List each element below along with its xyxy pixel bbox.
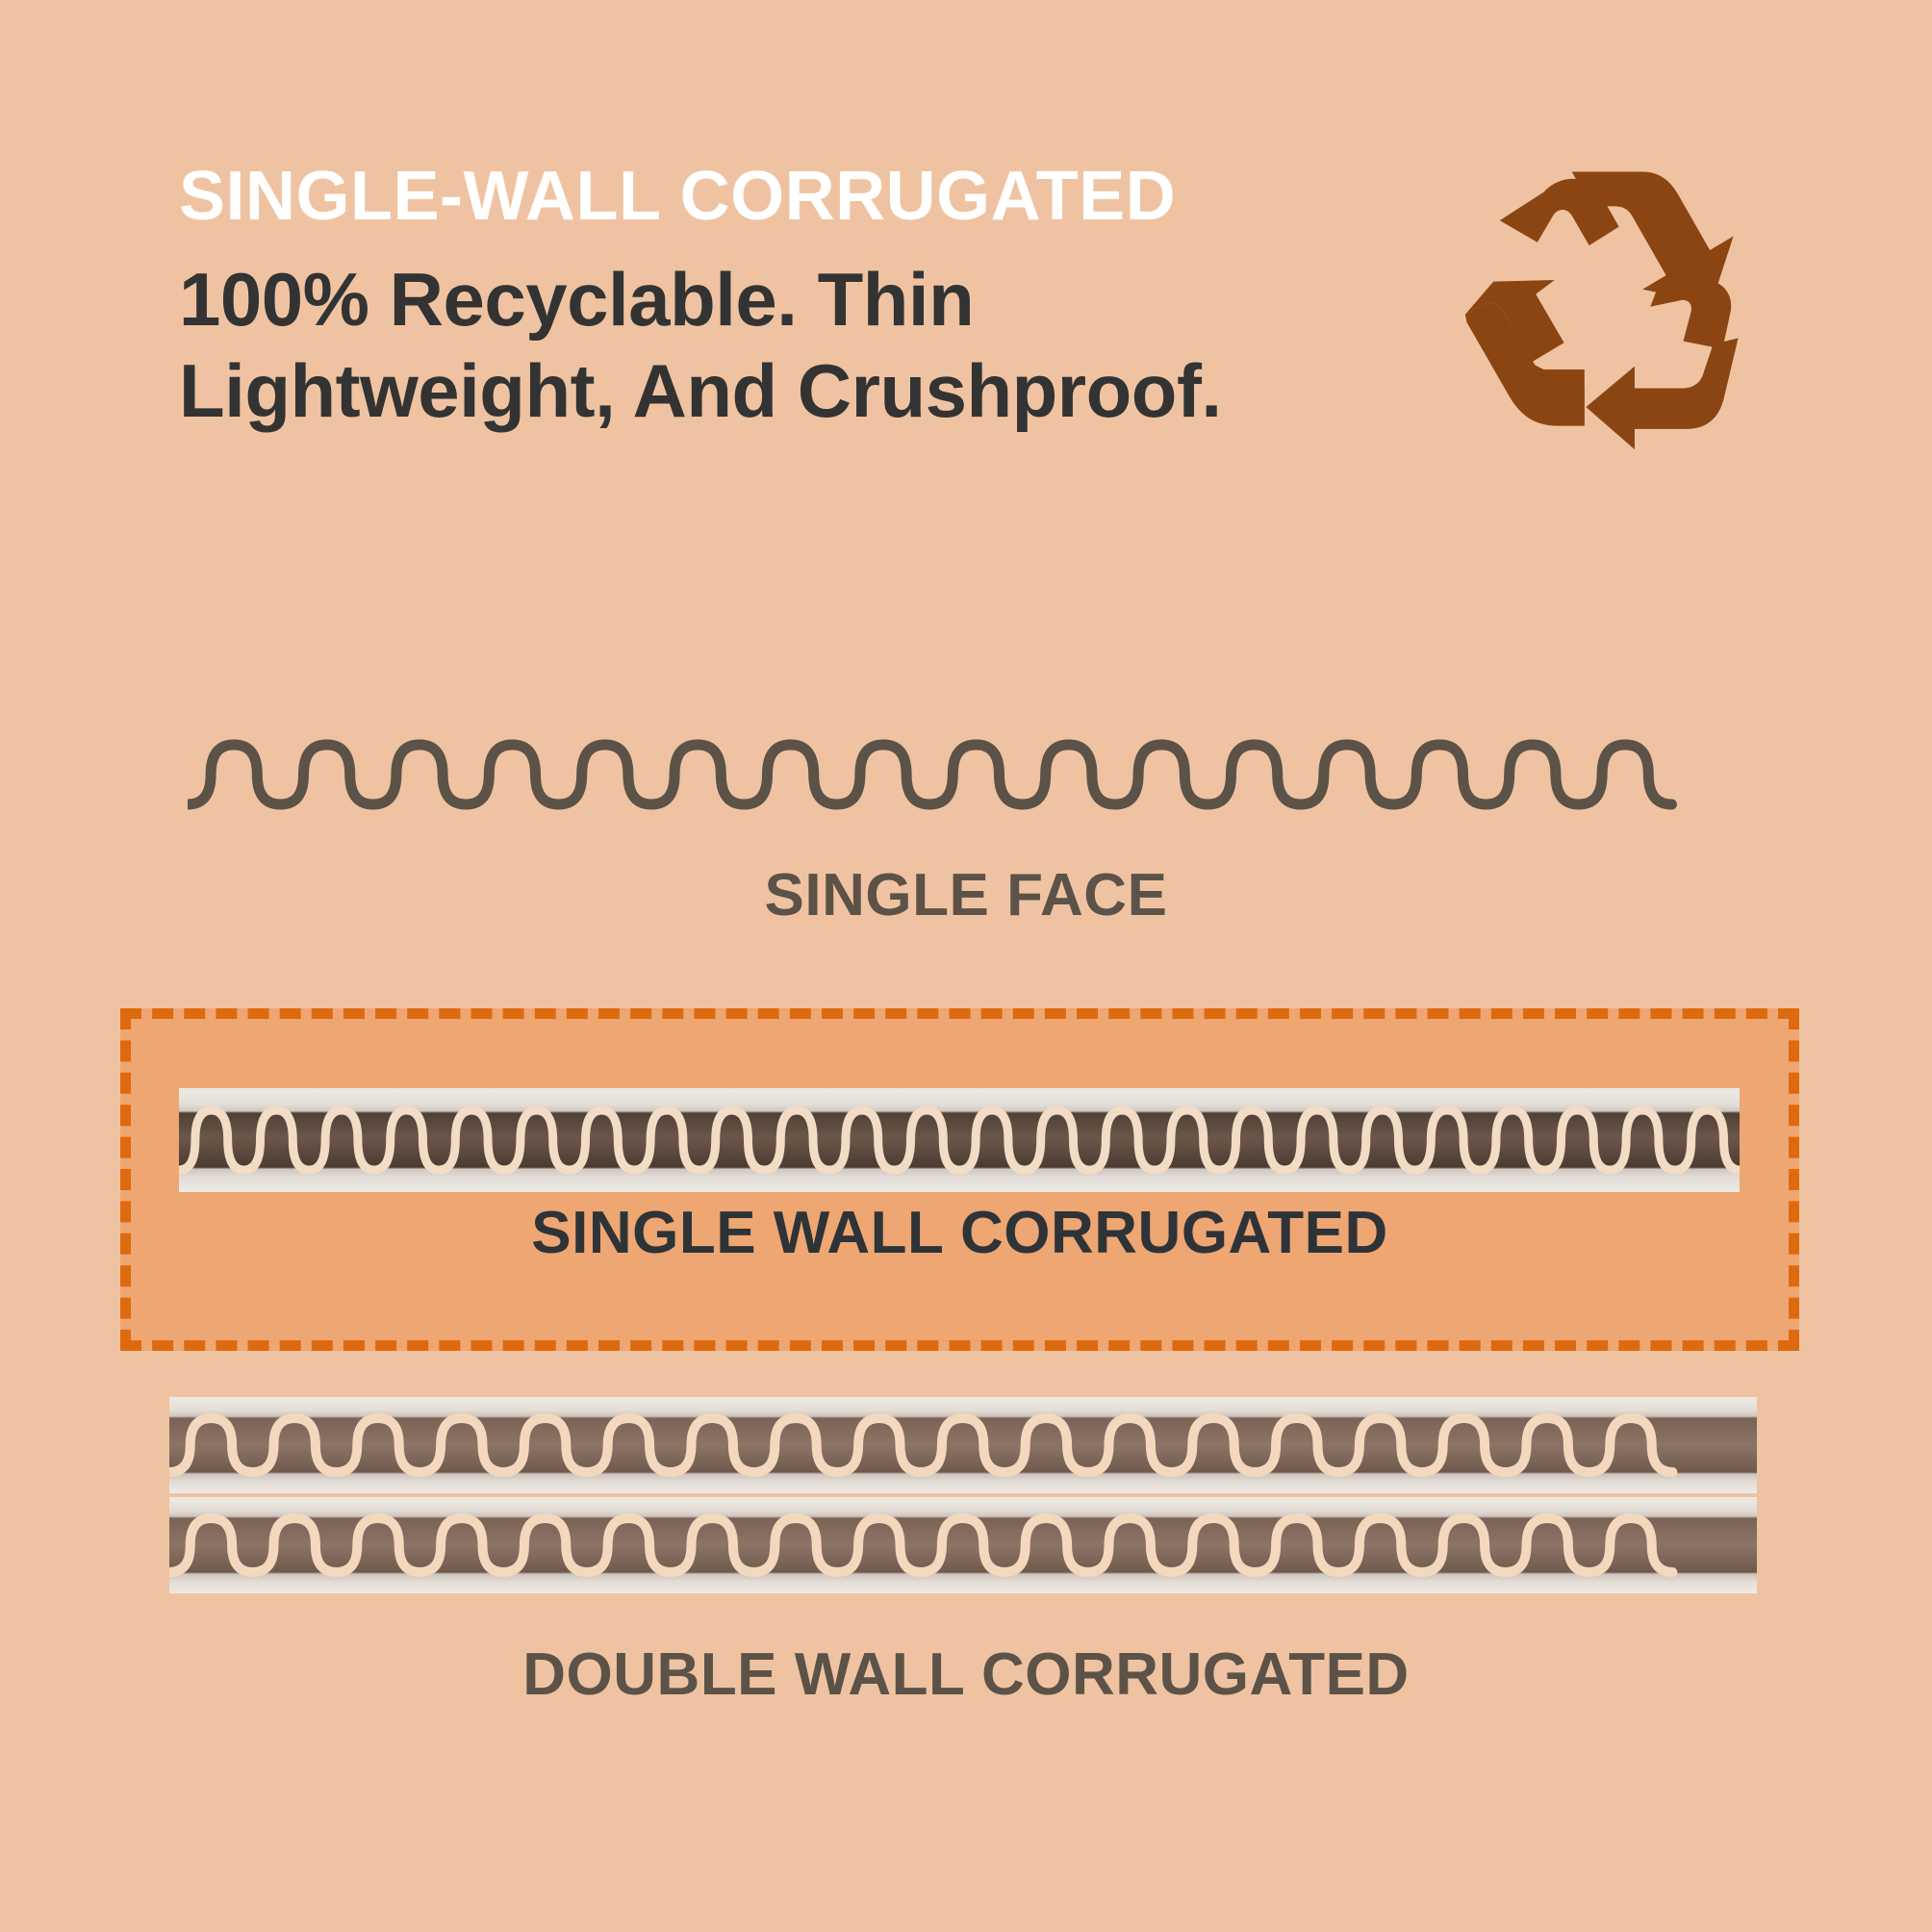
single-face-wave <box>188 722 1766 827</box>
recycle-icon <box>1459 165 1776 454</box>
single-wall-corrugated-strip <box>179 1088 1740 1192</box>
label-double-wall-corrugated: DOUBLE WALL CORRUGATED <box>522 1641 1410 1708</box>
page-subtitle: 100% Recyclable. Thin Lightweight, And C… <box>179 257 1222 434</box>
label-single-face: SINGLE FACE <box>764 862 1168 928</box>
label-single-wall-corrugated: SINGLE WALL CORRUGATED <box>531 1200 1388 1266</box>
page-title: SINGLE-WALL CORRUGATED <box>179 158 1177 235</box>
double-wall-corrugated-strip-bottom <box>169 1497 1757 1593</box>
double-wall-corrugated-strip-top <box>169 1397 1757 1493</box>
header-block: SINGLE-WALL CORRUGATED 100% Recyclable. … <box>179 162 1545 437</box>
single-wall-highlight-box: SINGLE WALL CORRUGATED <box>120 1008 1799 1351</box>
